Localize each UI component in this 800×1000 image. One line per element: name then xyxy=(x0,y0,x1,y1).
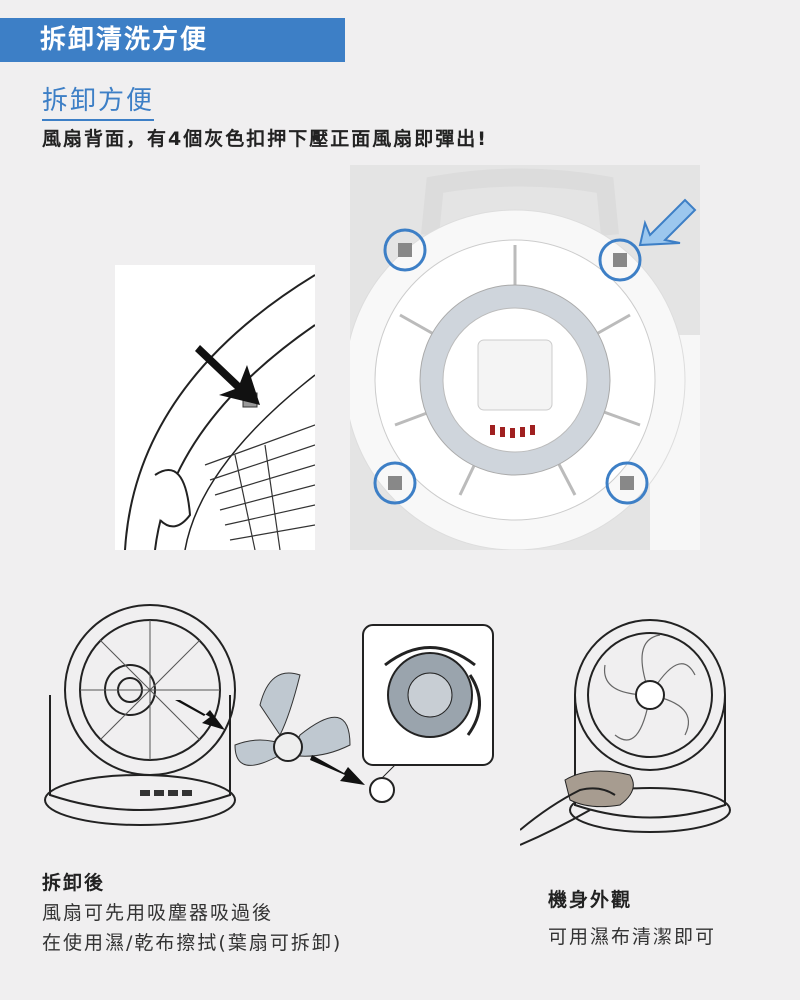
fan-back-photo xyxy=(350,165,700,550)
subtitle: 拆卸方便 xyxy=(42,80,155,121)
body-caption-line1: 可用濕布清潔即可 xyxy=(548,926,717,948)
disassembly-drawing xyxy=(20,595,500,855)
section-banner: 拆卸清洗方便 xyxy=(0,18,345,62)
body-cleaning-drawing xyxy=(520,605,780,855)
disassembly-caption-title: 拆卸後 xyxy=(42,872,106,894)
disassembly-caption-line1: 風扇可先用吸塵器吸過後 xyxy=(42,902,274,924)
description: 風扇背面，有4個灰色扣押下壓正面風扇即彈出! xyxy=(42,128,488,150)
arrow-icon xyxy=(638,198,697,247)
body-caption-title: 機身外觀 xyxy=(548,889,633,911)
latch-closeup-drawing xyxy=(115,265,315,550)
disassembly-caption-line2: 在使用濕/乾布擦拭(葉扇可拆卸) xyxy=(42,932,343,954)
